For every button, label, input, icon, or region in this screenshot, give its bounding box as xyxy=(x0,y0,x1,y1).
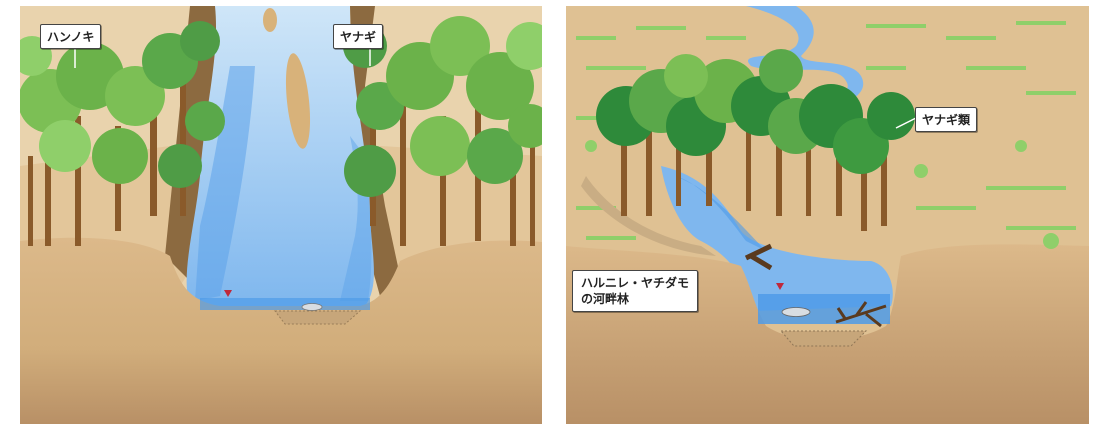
right-river-scene xyxy=(566,6,1089,424)
water-surface xyxy=(200,298,370,310)
grass-tufts xyxy=(576,21,1076,240)
water-surface xyxy=(758,294,890,324)
gravel-bank xyxy=(581,176,716,256)
water-level-marker xyxy=(776,283,784,290)
right-riparian-trees xyxy=(596,49,915,231)
pointer-line xyxy=(895,117,917,129)
left-panel-illustration: ハンノキ ヤナギ xyxy=(20,6,542,424)
fish-icon xyxy=(301,303,323,311)
shrub xyxy=(585,140,597,152)
streambed-gravel xyxy=(779,330,868,347)
river-channel xyxy=(661,166,893,311)
gravel-bar xyxy=(263,8,277,32)
label-elm-line1: ハルニレ・ヤチダモ xyxy=(581,276,690,290)
left-riparian-trees xyxy=(20,21,225,246)
floating-log xyxy=(744,243,773,271)
shrub xyxy=(1043,233,1059,249)
label-elm-line2: の河畔林 xyxy=(581,292,630,306)
label-willow: ヤナギ xyxy=(333,24,384,49)
shrub xyxy=(914,164,928,178)
water-level-marker xyxy=(224,290,232,297)
left-river-scene xyxy=(20,6,542,424)
label-elm-ash-riparian-forest: ハルニレ・ヤチダモ の河畔林 xyxy=(572,270,699,312)
shrub xyxy=(1015,140,1027,152)
streambed-gravel xyxy=(273,310,362,325)
woody-debris xyxy=(835,301,887,328)
river-deep-shading xyxy=(195,66,255,301)
right-riparian-trees xyxy=(343,16,542,246)
gravel-bar xyxy=(285,53,311,149)
foreground-soil xyxy=(20,237,542,424)
label-alder: ハンノキ xyxy=(40,24,102,49)
label-willow-class: ヤナギ類 xyxy=(915,107,978,132)
river-deep-shading xyxy=(676,176,766,251)
right-panel-illustration: ヤナギ類 ハルニレ・ヤチダモ の河畔林 xyxy=(566,6,1089,424)
fish-icon xyxy=(781,307,811,317)
